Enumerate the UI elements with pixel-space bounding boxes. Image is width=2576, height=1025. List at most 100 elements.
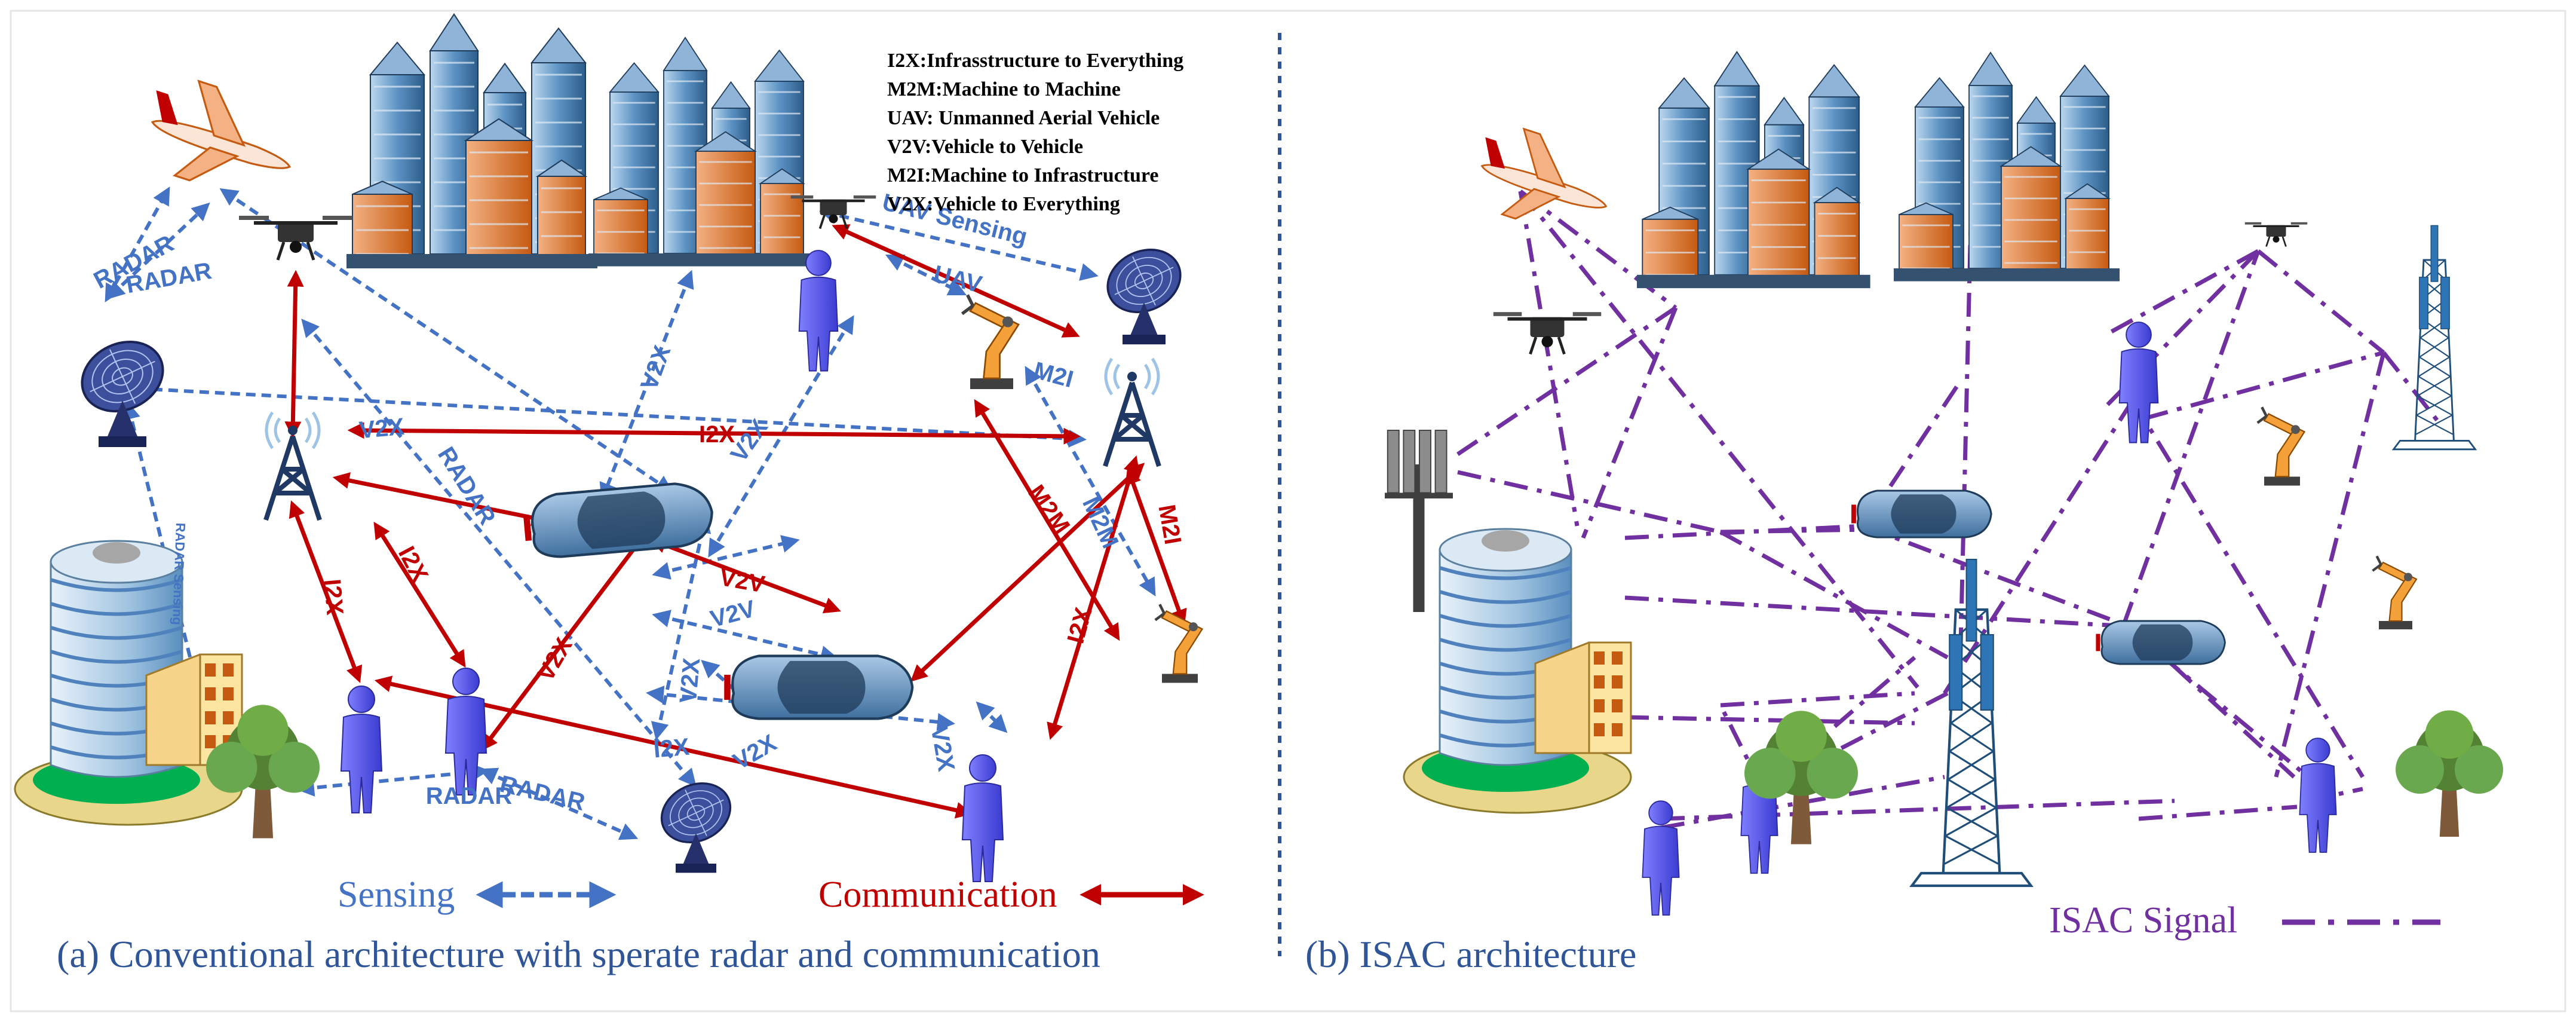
tree-icon	[2396, 710, 2503, 837]
link-label-m2i: M2I	[1153, 503, 1186, 546]
link-label-i2x: I2X	[393, 542, 433, 586]
cell-tower-icon	[1385, 430, 1453, 612]
isac-link	[1863, 524, 2125, 627]
caption-left: (a) Conventional architecture with spera…	[57, 933, 1100, 975]
isac-link	[1624, 595, 2151, 630]
communication-link	[347, 422, 1081, 445]
links-left	[105, 186, 1187, 840]
isac-link	[1719, 530, 1949, 660]
legend-line: I2X:Infrasstructure to Everything	[887, 50, 1183, 72]
isac-link	[1720, 691, 1915, 708]
link-label-v2x: V2X	[358, 414, 405, 443]
key-communication-label: Communication	[818, 874, 1057, 915]
communication-link	[332, 472, 549, 526]
person-icon	[2299, 738, 2337, 853]
link-label-radar: RADAR	[426, 783, 513, 809]
isac-link	[1457, 470, 1721, 534]
base-station-icon	[1909, 558, 2034, 888]
person-icon	[961, 754, 1004, 882]
link-label-v2v: V2V	[717, 564, 766, 598]
radar-dish-icon	[81, 341, 164, 447]
communication-link	[289, 500, 363, 683]
legend-line: UAV: Unmanned Aerial Vehicle	[887, 107, 1160, 129]
person-icon	[798, 250, 839, 372]
isac-link	[1519, 189, 1678, 310]
drone-icon	[790, 195, 876, 230]
person-icon	[444, 668, 487, 795]
communication-link	[832, 224, 1080, 338]
person-icon	[340, 686, 383, 813]
radar-dish-icon	[660, 782, 732, 873]
airplane-icon	[151, 79, 291, 182]
link-label-v2x: V2X	[926, 724, 960, 773]
isac-link	[1624, 524, 1864, 540]
robot-arm-icon	[1154, 604, 1204, 683]
isac-link	[1761, 691, 1949, 791]
radar-dish-icon	[1106, 249, 1182, 345]
drone-icon	[2244, 222, 2308, 247]
isac-link	[2382, 351, 2442, 426]
isac-link	[1518, 191, 1580, 527]
link-label-v2x: V2X	[636, 342, 676, 393]
link-label-i2x: I2X	[652, 733, 691, 763]
legend-line: M2M:Machine to Machine	[887, 78, 1121, 100]
link-label-i2x: I2X	[699, 421, 735, 448]
isac-link	[1660, 798, 2175, 821]
airplane-icon	[1480, 127, 1608, 220]
abbreviation-legend: I2X:Infrasstructure to Everything M2M:Ma…	[887, 50, 1183, 215]
isac-link	[2144, 350, 2384, 421]
drone-icon	[1493, 312, 1602, 355]
isac-link	[1456, 306, 1677, 456]
sensing-link	[708, 315, 854, 558]
key-sensing-label: Sensing	[338, 874, 455, 915]
isac-link	[1862, 381, 1961, 527]
person-icon	[1642, 800, 1680, 916]
communication-link	[373, 521, 466, 668]
person-icon	[2118, 322, 2159, 443]
frame-border	[10, 10, 2566, 1012]
robot-arm-icon	[2372, 555, 2418, 629]
cell-tower-icon	[263, 411, 322, 521]
isac-link	[2256, 249, 2385, 354]
robot-arm-icon	[2256, 406, 2306, 486]
sensing-link	[976, 701, 1008, 733]
car-icon	[724, 654, 914, 720]
communication-link	[284, 270, 304, 439]
communication-link	[480, 522, 655, 751]
isac-link	[2122, 623, 2332, 797]
car-icon	[1851, 489, 1992, 538]
legend-line: V2X:Vehicle to Everything	[887, 193, 1120, 215]
legend-line: M2I:Machine to Infrastructure	[887, 164, 1159, 186]
round-office-tower-icon	[14, 540, 243, 826]
robot-arm-icon	[961, 294, 1020, 389]
isac-link	[2274, 352, 2386, 778]
isac-link	[1943, 399, 2135, 694]
link-label-uav: UAV	[931, 261, 985, 298]
link-label-v2x: V2X	[532, 633, 578, 686]
tree-icon	[206, 705, 320, 839]
isac-link	[2105, 249, 2259, 337]
sensing-link	[105, 186, 170, 302]
car-icon	[2096, 620, 2226, 665]
link-label-i2x: I2X	[318, 578, 348, 616]
communication-link	[1125, 467, 1187, 626]
city-skyline-icon	[346, 13, 597, 268]
legend-line: V2V:Vehicle to Vehicle	[887, 136, 1083, 158]
base-station-icon	[2391, 225, 2477, 451]
drone-icon	[239, 216, 352, 261]
tree-icon	[1744, 711, 1858, 845]
city-skyline-icon	[1637, 50, 1870, 289]
isac-link	[1581, 307, 1678, 539]
link-label-v2v: V2V	[707, 595, 758, 632]
key-isac-label: ISAC Signal	[2049, 900, 2237, 941]
caption-right: (b) ISAC architecture	[1305, 933, 1636, 975]
isac-link	[1624, 715, 1915, 726]
isac-link	[2121, 250, 2261, 626]
link-label-radar-sensing: RADAR Sensing	[170, 522, 188, 625]
city-skyline-icon	[588, 36, 814, 267]
car-icon	[523, 482, 713, 558]
communication-link	[649, 537, 841, 614]
link-label-v2x: V2X	[675, 657, 705, 704]
